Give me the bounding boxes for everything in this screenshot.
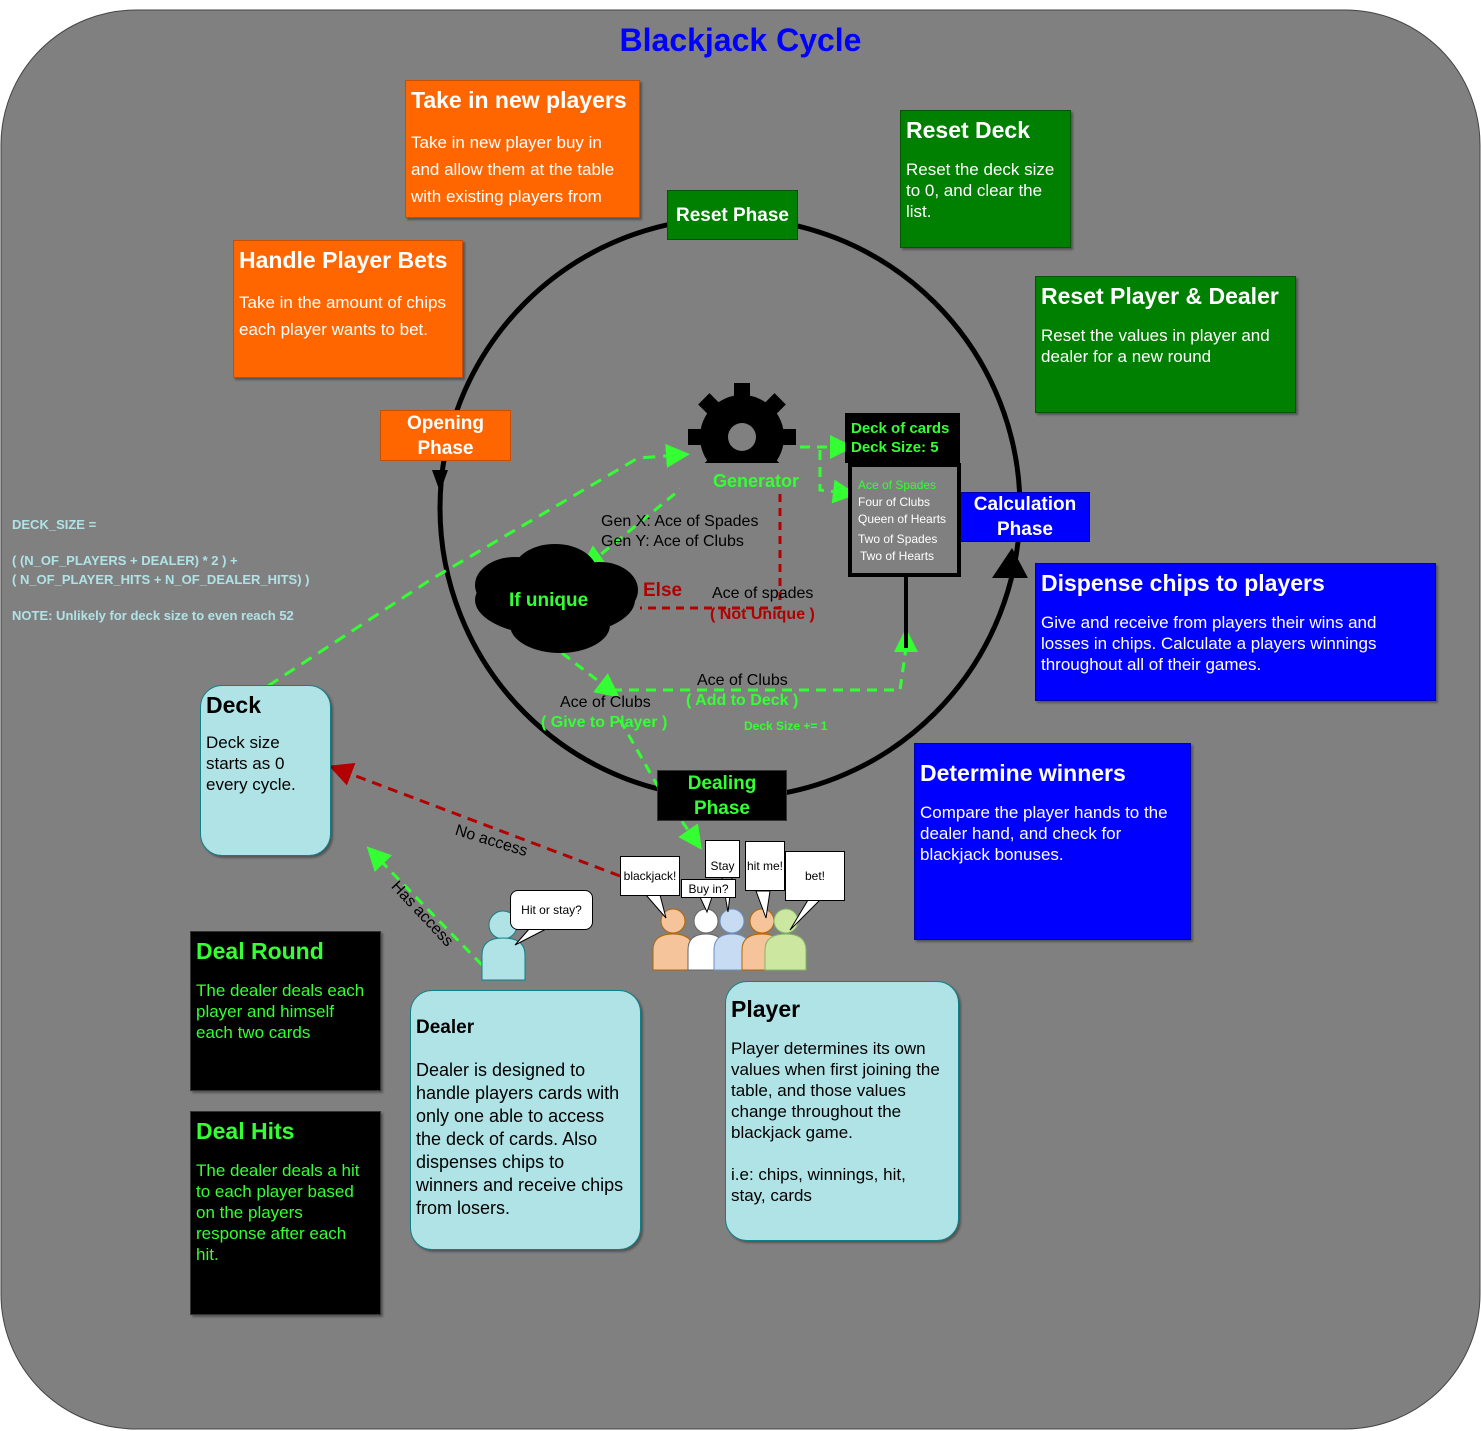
deck-formula-note: NOTE: Unlikely for deck size to even rea… [12,608,294,623]
card-body: Compare the player hands to the dealer h… [920,803,1168,864]
flow-else [640,480,782,610]
card-body: Player determines its own values when fi… [731,1039,940,1205]
deck-card: Four of Clubs [858,495,931,509]
card-body: Dealer is designed to handle players car… [416,1060,624,1218]
flow-generator-to-deck-2 [818,450,857,504]
deck-formula-line3: ( N_OF_PLAYER_HITS + N_OF_DEALER_HITS) ) [12,572,310,587]
card-dispense-chips: Dispense chips to players Give and recei… [1035,563,1436,701]
flow-add-to-deck [612,628,918,692]
phase-reset: Reset Phase [667,190,798,240]
deck-formula-line1: DECK_SIZE = [12,517,97,532]
deck-size-inc-label: Deck Size += 1 [744,719,828,733]
card-heading: Deal Hits [196,1118,295,1144]
gen-y-label: Gen Y: Ace of Clubs [601,533,744,550]
phase-calculation: Calculation Phase [960,492,1090,542]
flow-has-access [366,846,484,967]
card-heading: Determine winners [920,760,1126,786]
speech-bubble-bet: bet! [785,851,845,901]
card-heading: Reset Player & Dealer [1041,283,1279,309]
card-deck: Deck Deck size starts as 0 every cycle. [200,685,331,856]
phase-dealing: Dealing Phase [657,770,787,821]
card-player: Player Player determines its own values … [725,981,959,1241]
card-deal-hits: Deal Hits The dealer deals a hit to each… [190,1111,381,1315]
card-heading: Reset Deck [906,117,1031,143]
card-determine-winners: Determine winners Compare the player han… [914,743,1191,940]
deck-card: Ace of Spades [858,478,937,492]
add-to-deck-label: ( Add to Deck ) [686,692,799,709]
card-heading: Dealer [416,1017,475,1038]
deck-card: Two of Hearts [860,549,935,563]
flow-give-to-player [618,719,702,850]
card-dealer: Dealer Dealer is designed to handle play… [410,990,641,1250]
card-heading: Deal Round [196,938,324,964]
gen-x-label: Gen X: Ace of Spades [601,513,759,530]
ace-clubs-give-label: Ace of Clubs [560,694,651,711]
speech-bubble-dealer: Hit or stay? [510,890,593,930]
phase-opening: Opening Phase [380,410,511,461]
give-to-player-label: ( Give to Player ) [541,714,668,731]
card-handle-player-bets: Handle Player Bets Take in the amount of… [233,240,463,378]
ace-clubs-add-label: Ace of Clubs [697,672,788,689]
cycle-arrow-left [432,470,448,492]
deck-header-line1: Deck of cards [851,420,950,437]
card-heading: Deck [206,692,261,718]
cycle-arrow-right [992,548,1028,578]
card-heading: Handle Player Bets [239,247,448,273]
else-label: Else [643,580,683,601]
card-body: The dealer deals each player and himself… [196,981,365,1042]
speech-bubble-blackjack: blackjack! [620,856,680,896]
card-body: Give and receive from players their wins… [1041,613,1377,674]
card-reset-player-dealer: Reset Player & Dealer Reset the values i… [1035,276,1296,413]
speech-bubble-buy-in: Buy in? [681,879,736,898]
deck-header-line2: Deck Size: 5 [851,439,939,456]
deck-formula-line2: ( (N_OF_PLAYERS + DEALER) * 2 ) + [12,553,238,568]
speech-tails [514,877,822,946]
if-unique-label: If unique [509,590,589,611]
card-deal-round: Deal Round The dealer deals each player … [190,931,381,1091]
deck-of-cards-header: Deck of cards Deck Size: 5 [845,413,960,463]
generator-label: Generator [713,471,800,491]
card-take-new-players: Take in new players Take in new player b… [405,80,640,218]
card-heading: Take in new players [411,87,627,113]
card-body: Deck size starts as 0 every cycle. [206,733,296,794]
card-heading: Player [731,996,801,1022]
deck-of-cards-list: Ace of Spades Four of Clubs Queen of Hea… [848,463,961,577]
card-body: The dealer deals a hit to each player ba… [196,1161,360,1264]
cloud-shape [475,544,638,653]
card-body: Take in the amount of chips each player … [239,293,446,339]
card-body: Reset the deck size to 0, and clear the … [906,160,1055,221]
speech-bubble-hit-me: hit me! [745,841,785,891]
card-heading: Dispense chips to players [1041,570,1325,596]
deck-card: Two of Spades [858,532,938,546]
card-reset-deck: Reset Deck Reset the deck size to 0, and… [900,110,1071,248]
player-group-figure [652,908,807,971]
ace-spades-label: Ace of spades [712,585,814,602]
speech-bubble-stay: Stay [705,840,740,878]
not-unique-label: ( Not Unique ) [710,606,815,623]
deck-card: Queen of Hearts [858,512,947,526]
flow-generator-to-unique [580,481,689,569]
card-body: Take in new player buy in and allow them… [411,133,615,206]
card-body: Reset the values in player and dealer fo… [1041,326,1270,366]
page-title: Blackjack Cycle [619,22,862,58]
